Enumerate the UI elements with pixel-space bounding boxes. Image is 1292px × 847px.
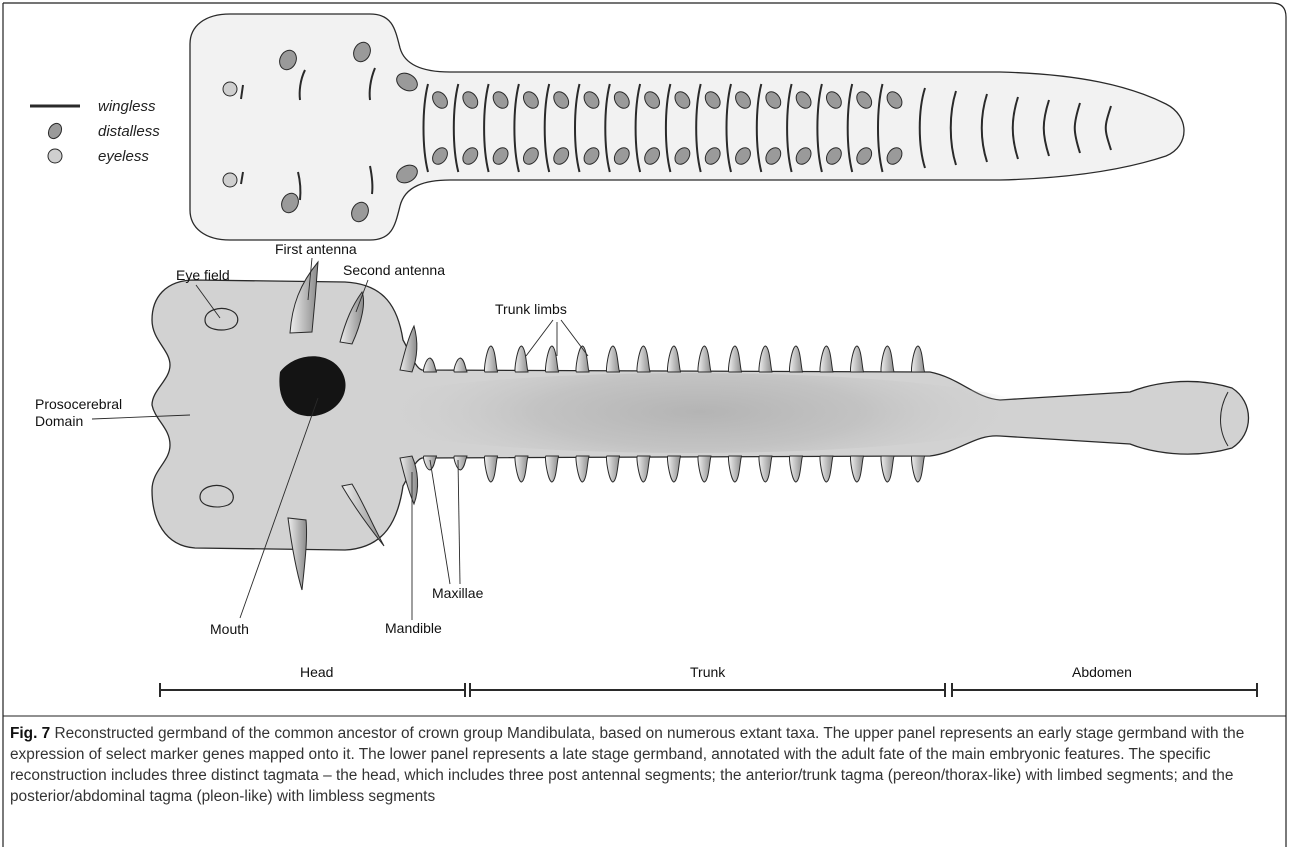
label-head: Head [300, 664, 333, 680]
label-second-antenna: Second antenna [343, 262, 445, 278]
trunk-limb [606, 456, 620, 482]
trunk-limb [606, 346, 620, 372]
eyeless-symbol [48, 149, 62, 163]
early-germband-outline [190, 14, 1184, 240]
trunk-limb [728, 346, 742, 372]
trunk-limb [759, 456, 773, 482]
leader-maxillae-2 [458, 460, 460, 584]
legend-label-distalless: distalless [98, 123, 160, 140]
trunk-limb [545, 456, 559, 482]
trunk-limb [789, 346, 803, 372]
trunk-limb [637, 346, 651, 372]
trunk-limb [789, 456, 803, 482]
late-germband [152, 262, 1249, 590]
eyeless-spot [223, 173, 237, 187]
trunk-limb [454, 358, 468, 372]
trunk-limb [423, 358, 437, 372]
trunk-limb [728, 456, 742, 482]
legend-item-distalless: distalless [46, 121, 160, 141]
trunk-limb [850, 346, 864, 372]
caption-text: Reconstructed germband of the common anc… [10, 725, 1244, 805]
trunk-limb [820, 456, 834, 482]
legend-item-wingless: wingless [30, 98, 156, 115]
trunk-limb [881, 346, 895, 372]
trunk-limb [698, 456, 712, 482]
legend-label-eyeless: eyeless [98, 148, 149, 165]
trunk-limb [484, 346, 498, 372]
label-first-antenna: First antenna [275, 241, 357, 257]
trunk-limb [759, 346, 773, 372]
legend-item-eyeless: eyeless [48, 148, 149, 165]
label-trunk-limbs: Trunk limbs [495, 301, 567, 317]
trunk-limb [667, 346, 681, 372]
tagmata-bar [160, 683, 1257, 697]
trunk-limb [881, 456, 895, 482]
figure-caption: Fig. 7 Reconstructed germband of the com… [10, 723, 1275, 807]
eye-field-upper [205, 308, 238, 329]
trunk-limb [820, 346, 834, 372]
label-maxillae: Maxillae [432, 585, 484, 601]
early-germband [190, 14, 1184, 240]
eye-field-lower [200, 485, 233, 506]
legend: wingless distalless eyeless [30, 98, 160, 165]
tagmata-scale: Head Trunk Abdomen [160, 664, 1257, 697]
trunk-limb [850, 456, 864, 482]
trunk-limb [667, 456, 681, 482]
trunk-limb [911, 456, 925, 482]
trunk-limb [911, 346, 925, 372]
trunk-limb [698, 346, 712, 372]
leader-trunk-limbs-3 [561, 320, 588, 356]
label-trunk: Trunk [690, 664, 726, 680]
leader-maxillae-1 [430, 460, 450, 584]
trunk-limb [515, 346, 529, 372]
trunk-limb [515, 456, 529, 482]
trunk-limb [454, 456, 468, 470]
label-eye-field: Eye field [176, 267, 230, 283]
label-abdomen: Abdomen [1072, 664, 1132, 680]
label-prosocerebral-line1: Prosocerebral [35, 396, 122, 412]
label-prosocerebral-line2: Domain [35, 413, 83, 429]
distalless-symbol [46, 121, 64, 141]
eyeless-spot [223, 82, 237, 96]
trunk-limb [576, 456, 590, 482]
label-mandible: Mandible [385, 620, 442, 636]
trunk-limb [484, 456, 498, 482]
trunk-limb [637, 456, 651, 482]
legend-label-wingless: wingless [98, 98, 156, 115]
trunk-shading [345, 373, 1035, 453]
trunk-limb [576, 346, 590, 372]
first-antenna-lower [288, 518, 307, 590]
figure-label: Fig. 7 [10, 725, 50, 742]
label-mouth: Mouth [210, 621, 249, 637]
